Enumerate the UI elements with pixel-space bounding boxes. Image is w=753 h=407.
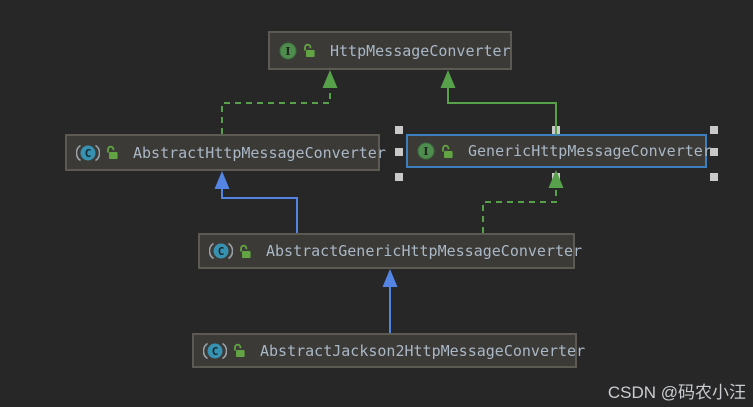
edge-extends-jackson2-to-abstractgeneric[interactable] (382, 269, 398, 333)
abstract-class-icon: C (203, 342, 227, 360)
class-name-label: HttpMessageConverter (330, 41, 511, 60)
selection-handle-left-mid[interactable] (395, 148, 403, 156)
selection-handle-right-mid[interactable] (710, 148, 718, 156)
selection-handle-top-left[interactable] (395, 126, 403, 134)
class-node-generichttpmessageconverter[interactable]: I GenericHttpMessageConverter (406, 134, 712, 168)
public-unlocked-icon (238, 244, 252, 259)
interface-icon: I (417, 142, 435, 160)
class-node-abstractjackson2httpmessageconverter[interactable]: C AbstractJackson2HttpMessageConverter (192, 333, 585, 368)
abstract-class-icon: C (76, 144, 100, 162)
selection-handle-bottom-right[interactable] (710, 173, 718, 181)
class-name-label: AbstractJackson2HttpMessageConverter (260, 341, 586, 360)
selection-handle-bottom-left[interactable] (395, 173, 403, 181)
public-unlocked-icon (232, 343, 246, 358)
selection-handle-top-right[interactable] (710, 126, 718, 134)
interface-icon: I (279, 42, 297, 60)
class-node-abstracthttpmessageconverter[interactable]: C AbstractHttpMessageConverter (65, 134, 386, 171)
abstract-class-icon: C (209, 242, 233, 260)
public-unlocked-icon (440, 144, 454, 159)
public-unlocked-icon (105, 145, 119, 160)
class-name-label: GenericHttpMessageConverter (468, 142, 712, 160)
public-unlocked-icon (302, 43, 316, 58)
svg-text:I: I (423, 144, 428, 158)
edge-extends-generic-to-httpconverter[interactable] (440, 70, 557, 135)
class-name-label: AbstractGenericHttpMessageConverter (266, 242, 583, 260)
class-name-label: AbstractHttpMessageConverter (133, 143, 386, 162)
class-node-httpmessageconverter[interactable]: I HttpMessageConverter (268, 31, 512, 70)
svg-text:I: I (285, 44, 290, 58)
selection-handle-bottom-mid[interactable] (552, 173, 560, 181)
watermark-text: CSDN @码农小汪 (607, 383, 746, 402)
edge-implements-abstracthttp-to-httpconverter[interactable] (221, 70, 338, 134)
svg-text:C: C (85, 147, 92, 160)
edge-extends-abstractgeneric-to-abstracthttp[interactable] (214, 171, 298, 233)
selection-handle-top-mid[interactable] (552, 126, 560, 134)
svg-text:C: C (218, 245, 225, 258)
class-node-abstractgenerichttpmessageconverter[interactable]: C AbstractGenericHttpMessageConverter (198, 233, 582, 269)
svg-text:C: C (212, 345, 219, 358)
